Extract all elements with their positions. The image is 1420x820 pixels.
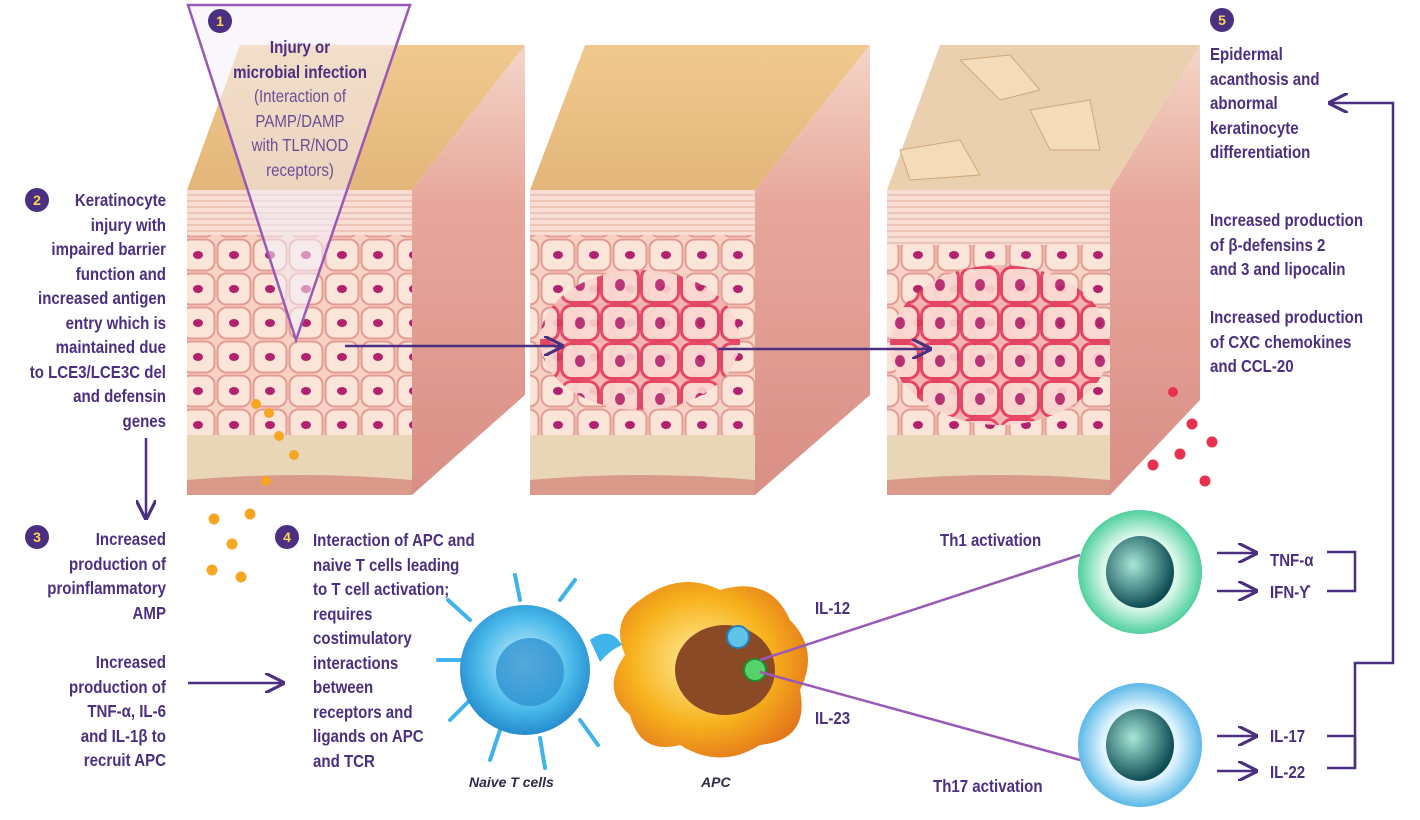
th1-cell: [1078, 510, 1202, 634]
step-4-text: Interaction of APC and naive T cells lea…: [313, 528, 511, 773]
step-1-sub-line1: (Interaction of: [253, 86, 347, 106]
step-4-line: to T cell activation;: [313, 579, 450, 599]
defensins-line: and 3 and lipocalin: [1210, 259, 1346, 279]
step-5-line: abnormal: [1210, 93, 1278, 113]
il23-label: IL-23: [815, 708, 851, 728]
step-4-line: naive T cells leading: [313, 554, 460, 575]
step-4-line: interactions: [313, 652, 399, 673]
step-4-line: costimulatory: [313, 628, 412, 648]
skin-block-inflamed: [530, 45, 870, 495]
step-2-line: impaired barrier: [51, 239, 166, 259]
step-1-title-line1: Injury or: [269, 37, 331, 57]
apc-cell: [613, 582, 808, 758]
amp-dots: [206, 399, 299, 583]
chemokines-line: and CCL-20: [1210, 356, 1294, 376]
step-2-line: injury with: [90, 214, 166, 235]
injury-wedge: [186, 3, 412, 344]
skin-block-psoriatic: [887, 45, 1200, 495]
apc-label: APC: [701, 774, 731, 790]
line-apc-to-th1: [759, 553, 1081, 662]
step-1-title-line2: microbial infection: [233, 61, 367, 82]
step-1-badge: 1: [208, 9, 232, 33]
th17-cell: [1078, 683, 1202, 807]
step-4-line: receptors and: [313, 701, 413, 722]
chemokines-line: Increased production: [1210, 307, 1364, 327]
line-apc-to-th17: [759, 670, 1081, 762]
step-3b-line: and IL-1β to: [80, 725, 166, 746]
step-3-line: proinflammatory: [47, 578, 166, 598]
step-2-line: maintained due: [55, 337, 166, 357]
step-5-line: Epidermal: [1210, 44, 1283, 64]
step-2-line: to LCE3/LCE3C del: [29, 361, 167, 382]
step-5-line: differentiation: [1210, 142, 1311, 162]
step-4-line: Interaction of APC and: [313, 530, 475, 550]
chemokine-dots: [1147, 387, 1218, 487]
step-1-sub-line2: PAMP/DAMP: [255, 110, 345, 131]
step-2-line: and defensin: [73, 386, 166, 406]
step-3-badge: 3: [25, 525, 49, 549]
step-3b-line: Increased: [95, 652, 166, 672]
ifn-gamma-label: IFN-ϒ: [1270, 582, 1311, 602]
step-2-line: Keratinocyte: [74, 190, 166, 210]
tnf-alpha-label: TNF-α: [1270, 550, 1314, 570]
step-4-line: requires: [313, 603, 373, 624]
step-3-text: Increased production of proinflammatory …: [23, 527, 166, 625]
il17-label: IL-17: [1270, 726, 1306, 746]
chemokines-line: of CXC chemokines: [1210, 331, 1352, 352]
defensins-text: Increased production of β-defensins 2 an…: [1210, 208, 1386, 282]
step-4-line: and TCR: [313, 750, 375, 771]
chemokines-text: Increased production of CXC chemokines a…: [1210, 305, 1386, 379]
step-3-line: production of: [69, 553, 166, 574]
naive-t-cell: [436, 573, 622, 770]
step-2-badge: 2: [25, 188, 49, 212]
step-3b-line: recruit APC: [83, 750, 166, 770]
naive-t-cells-label: Naive T cells: [469, 774, 554, 790]
step-4-line: ligands on APC: [313, 726, 424, 746]
step-5-line: acanthosis and: [1210, 68, 1320, 89]
step-4-line: between: [313, 677, 374, 697]
step-3-line: Increased: [95, 529, 166, 549]
step-2-line: genes: [122, 410, 166, 431]
step-2-line: entry which is: [65, 312, 166, 333]
step-5-line: keratinocyte: [1210, 117, 1299, 138]
il12-label: IL-12: [815, 598, 851, 618]
step-4-badge: 4: [275, 525, 299, 549]
step-3-line: AMP: [132, 602, 166, 623]
step-2-text: Keratinocyte injury with impaired barrie…: [23, 188, 166, 433]
step-1-sub-line3: with TLR/NOD: [251, 135, 349, 155]
step-2-line: increased antigen: [38, 288, 166, 308]
step-2-line: function and: [75, 263, 166, 284]
defensins-line: Increased production: [1210, 210, 1364, 230]
cytokine-arrows: [1217, 103, 1395, 771]
th1-activation-label: Th1 activation: [940, 530, 1042, 550]
step-1-text: Injury or microbial infection (Interacti…: [210, 35, 391, 182]
il22-label: IL-22: [1270, 762, 1306, 782]
th17-activation-label: Th17 activation: [933, 776, 1043, 796]
defensins-line: of β-defensins 2: [1210, 234, 1326, 255]
step-1-sub-line4: receptors): [266, 159, 334, 180]
step-3b-line: production of: [69, 676, 166, 697]
step-5-text: Epidermal acanthosis and abnormal kerati…: [1210, 42, 1382, 165]
step-3-text-b: Increased production of TNF-α, IL-6 and …: [23, 650, 166, 773]
step-5-badge: 5: [1210, 8, 1234, 32]
step-3b-line: TNF-α, IL-6: [87, 701, 166, 721]
